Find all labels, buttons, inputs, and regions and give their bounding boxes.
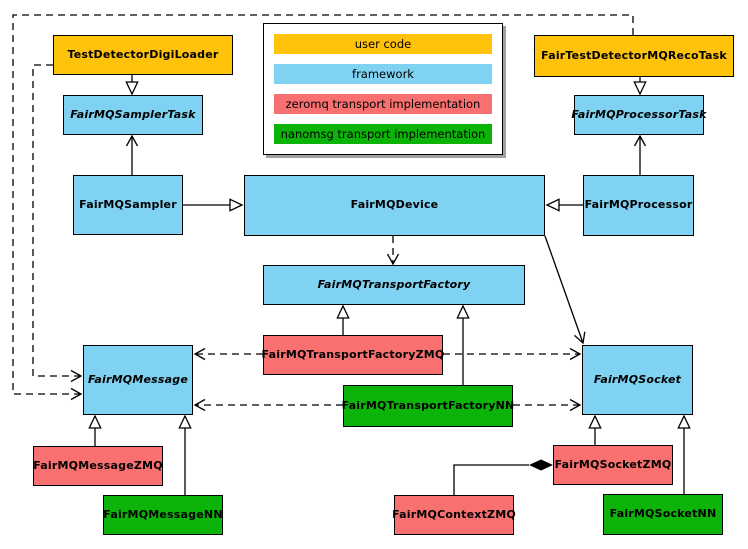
node-fairmqsocket: FairMQSocket (582, 345, 693, 415)
legend-label: framework (352, 67, 414, 81)
node-fairmqsamplertask: FairMQSamplerTask (63, 95, 203, 135)
node-label: FairMQSampler (79, 197, 177, 211)
node-fairtestdetectormqrecotask: FairTestDetectorMQRecoTask (534, 35, 734, 77)
node-fairmqtransportfactory: FairMQTransportFactory (263, 265, 525, 305)
node-label: FairMQContextZMQ (392, 507, 516, 521)
composition-diamond-icon (529, 459, 553, 471)
node-fairmqtransportfactoryzmq: FairMQTransportFactoryZMQ (261, 335, 445, 375)
node-fairmqsampler: FairMQSampler (73, 175, 183, 235)
node-fairmqmessagezmq: FairMQMessageZMQ (33, 446, 163, 486)
node-label: FairTestDetectorMQRecoTask (541, 48, 727, 62)
legend-item-user-code: user code (274, 34, 492, 54)
legend-label: zeromq transport implementation (285, 97, 481, 111)
node-testdetectordigiloader: TestDetectorDigiLoader (53, 35, 233, 75)
node-label: FairMQSocketNN (609, 507, 717, 521)
legend-item-framework: framework (274, 64, 492, 84)
node-label: FairMQSocketZMQ (554, 457, 672, 471)
node-label: FairMQSamplerTask (70, 107, 196, 121)
node-fairmqsocketzmq: FairMQSocketZMQ (553, 445, 673, 485)
node-label: FairMQProcessor (584, 198, 693, 212)
node-fairmqmessagenn: FairMQMessageNN (103, 495, 223, 535)
node-label: FairMQProcessorTask (571, 107, 707, 121)
node-label: FairMQMessage (87, 372, 189, 386)
edge-contextzmq-socketzmq-composition (453, 464, 529, 495)
node-fairmqprocessortask: FairMQProcessorTask (571, 95, 707, 135)
node-label: FairMQTransportFactoryZMQ (261, 347, 445, 361)
node-fairmqsocketnn: FairMQSocketNN (603, 494, 723, 535)
node-label: FairMQTransportFactory (317, 277, 471, 291)
node-label: TestDetectorDigiLoader (67, 47, 219, 61)
legend-label: nanomsg transport implementation (280, 127, 486, 141)
node-fairmqcontextzmq: FairMQContextZMQ (392, 495, 516, 535)
legend-label: user code (354, 37, 412, 51)
edge-recotask-message-dependency (12, 14, 634, 401)
node-fairmqtransportfactorynn: FairMQTransportFactoryNN (341, 385, 515, 427)
node-fairmqprocessor: FairMQProcessor (583, 175, 694, 236)
node-label: FairMQDevice (350, 198, 439, 212)
legend-box: user code framework zeromq transport imp… (263, 23, 503, 155)
node-label: FairMQTransportFactoryNN (341, 398, 515, 412)
node-fairmqdevice: FairMQDevice (244, 175, 545, 236)
legend-item-zeromq: zeromq transport implementation (274, 94, 492, 114)
edge-digiloader-message-dependency (32, 64, 83, 383)
node-label: FairMQMessageZMQ (33, 458, 163, 472)
node-label: FairMQSocket (593, 372, 682, 386)
node-fairmqmessage: FairMQMessage (83, 345, 193, 415)
legend-item-nanomsg: nanomsg transport implementation (274, 124, 492, 144)
node-label: FairMQMessageNN (103, 507, 223, 521)
edge-device-socket-association (544, 235, 586, 345)
